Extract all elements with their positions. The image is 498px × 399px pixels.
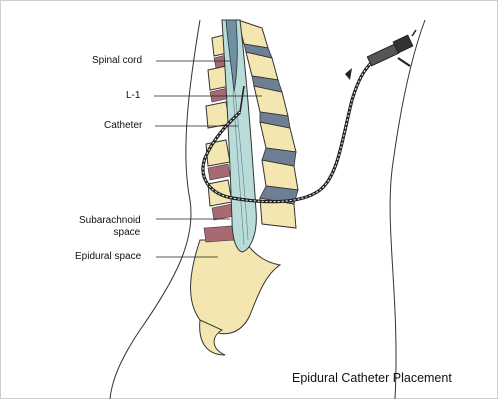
vertebra xyxy=(246,52,278,80)
vessel xyxy=(208,164,230,180)
vertebra xyxy=(254,86,288,116)
vertebra xyxy=(260,122,296,152)
spinous-process xyxy=(206,140,230,166)
tube-arrow-icon xyxy=(345,68,352,80)
label-l1: L-1 xyxy=(126,90,140,101)
label-subarachnoid-line1: Subarachnoid xyxy=(79,215,141,227)
front-contour xyxy=(390,20,425,399)
label-subarachnoid-space: Subarachnoid space xyxy=(79,215,141,239)
label-catheter: Catheter xyxy=(104,120,142,131)
figure-caption: Epidural Catheter Placement xyxy=(292,371,452,385)
sacrum xyxy=(191,240,280,334)
back-contour xyxy=(110,20,200,399)
catheter-hub xyxy=(367,30,416,66)
label-subarachnoid-line2: space xyxy=(113,227,141,239)
vessel xyxy=(212,204,234,220)
label-spinal-cord: Spinal cord xyxy=(92,55,142,66)
vessel xyxy=(204,226,234,242)
label-epidural-space: Epidural space xyxy=(75,251,141,262)
